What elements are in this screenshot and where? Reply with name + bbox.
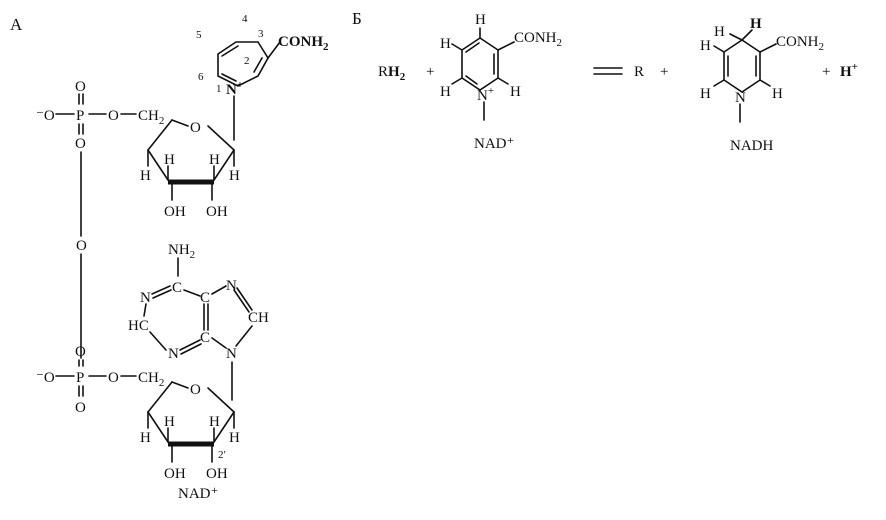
nad-plus-caption: NAD⁺ — [474, 136, 514, 152]
adenine-n9: N — [226, 346, 237, 362]
top-ribose-oh1: OH — [164, 204, 186, 220]
top-ribose-oh2: OH — [206, 204, 228, 220]
plus-sign-2: + — [660, 64, 668, 80]
bottom-phosphate-o-minus: ⁻O — [36, 370, 55, 386]
top-ch2: CH2 — [138, 108, 164, 127]
equilibrium-arrow-icon — [593, 67, 623, 75]
top-ribose-h-mid1: H — [164, 152, 175, 168]
nicotinamide-n: N+ — [226, 79, 243, 98]
nadh-h-lr: H — [772, 86, 783, 102]
nad-plus-h-top: H — [475, 12, 486, 28]
top-phosphate-p: P — [76, 108, 84, 124]
top-phosphate-o-up: O — [75, 79, 86, 95]
nad-plus-h-ll: H — [440, 84, 451, 100]
product-r: R — [634, 64, 644, 80]
top-ribose-h-left: H — [140, 168, 151, 184]
bottom-ribose-h-left: H — [140, 430, 151, 446]
bottom-ribose-ring — [147, 381, 235, 447]
proton: H+ — [840, 61, 858, 80]
ring-number-1: 1 — [216, 83, 222, 95]
plus-sign-3: + — [822, 64, 830, 80]
adenine-c6: C — [172, 280, 182, 296]
top-phosphate-o-down: O — [75, 136, 86, 152]
nad-plus-h-ul: H — [440, 36, 451, 52]
nadh-h-top1: H — [714, 24, 725, 40]
nadh-n: N — [735, 90, 746, 106]
top-ribose-h-right: H — [229, 168, 240, 184]
adenine-bonds — [143, 285, 253, 355]
bottom-phosphate-o-up: O — [75, 344, 86, 360]
adenine-c8h: CH — [248, 310, 269, 326]
nad-plus-conh2: CONH2 — [514, 30, 562, 49]
ring-number-6: 6 — [198, 71, 204, 83]
bottom-ribose-h-mid2: H — [209, 414, 220, 430]
nad-plus-ring — [451, 27, 515, 121]
ring-number-4: 4 — [242, 13, 248, 25]
nadh-h-ll: H — [700, 86, 711, 102]
top-ribose-ring — [147, 119, 235, 185]
ring-number-2: 2 — [244, 55, 250, 67]
adenine-nh2: NH2 — [168, 242, 195, 261]
bottom-ribose-oh2: OH — [206, 466, 228, 482]
panel-b-label: Б — [352, 9, 362, 28]
nadh-h-ul: H — [700, 38, 711, 54]
reactant-rh2: RH2 — [378, 64, 406, 83]
bottom-phosphate-o-down: O — [75, 400, 86, 416]
nicotinamide-conh2: CONH2 — [278, 34, 329, 53]
nad-caption-a: NAD⁺ — [178, 486, 218, 502]
ring-number-5: 5 — [196, 29, 202, 41]
adenine-c5: C — [200, 290, 210, 306]
bottom-ribose-ring-o: O — [190, 382, 201, 398]
nad-plus-h-lr: H — [510, 84, 521, 100]
nad-plus-n: N+ — [477, 85, 494, 104]
bottom-ribose-oh1: OH — [164, 466, 186, 482]
adenine-n1: N — [140, 290, 151, 306]
top-phosphate-o-right: O — [108, 108, 119, 124]
bottom-ribose-prime: 2′ — [218, 449, 226, 461]
bottom-ribose-h-mid1: H — [164, 414, 175, 430]
panel-a-label: А — [10, 15, 23, 34]
top-phosphate-o-minus: ⁻O — [36, 108, 55, 124]
ring-number-3: 3 — [258, 28, 264, 40]
bottom-phosphate-p: P — [76, 370, 84, 386]
adenine-n7: N — [226, 278, 237, 294]
bottom-ch2: CH2 — [138, 370, 164, 389]
bottom-ribose-h-right: H — [229, 430, 240, 446]
bottom-phosphate-o-right: O — [108, 370, 119, 386]
adenine-n3: N — [168, 346, 179, 362]
plus-sign-1: + — [426, 64, 434, 80]
bridge-oxygen: O — [76, 238, 87, 254]
nicotinamide-ring — [217, 41, 281, 87]
adenine-c4: C — [200, 330, 210, 346]
top-ribose-ring-o: O — [190, 120, 201, 136]
nadh-caption: NADH — [730, 138, 773, 154]
nadh-conh2: CONH2 — [776, 34, 824, 53]
nadh-ring — [713, 29, 777, 123]
adenine-c2h: HC — [128, 318, 149, 334]
nadh-h-top2: H — [750, 16, 762, 32]
top-ribose-h-mid2: H — [209, 152, 220, 168]
